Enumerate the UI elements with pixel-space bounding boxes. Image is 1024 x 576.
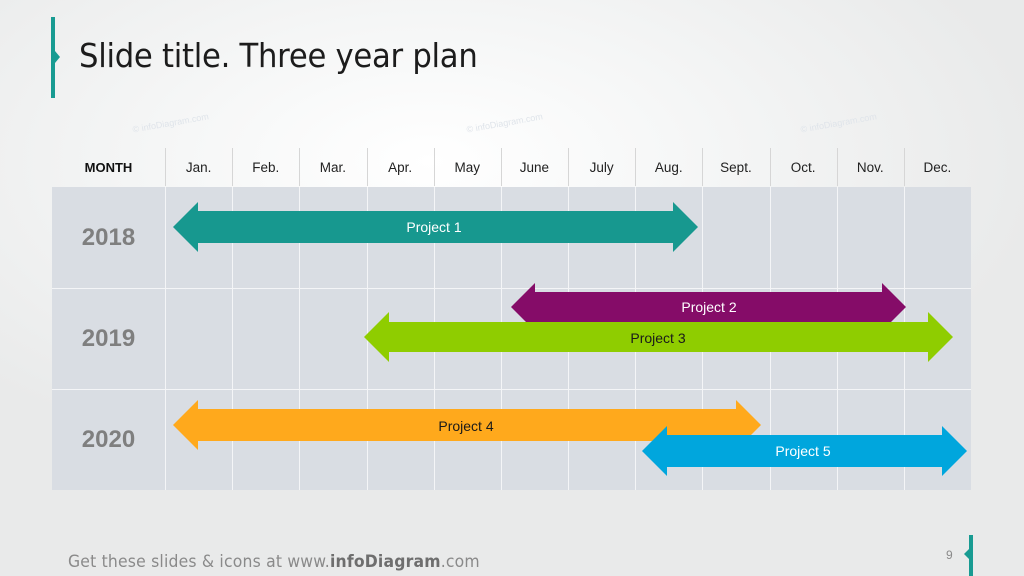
project-1-arrow	[173, 202, 698, 252]
month-header-cell: July	[589, 159, 614, 175]
month-header-cell: Dec.	[923, 159, 952, 175]
grid-horizontal-line	[52, 389, 971, 390]
month-header-cell: Apr.	[388, 159, 413, 175]
header-divider	[434, 148, 435, 186]
project-5-label: Project 5	[775, 443, 831, 459]
project-4-arrow	[173, 400, 761, 450]
header-divider	[568, 148, 569, 186]
footer-prefix: Get these slides & icons at www.	[68, 552, 330, 572]
header-divider	[904, 148, 905, 186]
footer-brand: infoDiagram	[329, 552, 441, 572]
header-divider	[367, 148, 368, 186]
project-2-arrow	[511, 283, 906, 331]
month-header-cell: Feb.	[252, 159, 280, 175]
project-2-label: Project 2	[681, 299, 737, 315]
title-accent-bar	[51, 17, 60, 98]
project-3-arrow	[364, 312, 953, 362]
header-divider	[770, 148, 771, 186]
year-label-2019: 2019	[81, 324, 136, 352]
month-header-cell: Sept.	[720, 159, 752, 175]
header-divider	[232, 148, 233, 186]
project-5-arrow	[642, 426, 967, 476]
slide-title: Slide title. Three year plan	[79, 36, 478, 75]
month-header-cell: June	[519, 159, 550, 175]
grid-vertical-line	[299, 187, 300, 490]
header-divider	[299, 148, 300, 186]
header-divider	[165, 148, 166, 186]
grid-horizontal-line	[52, 288, 971, 289]
page-number: 9	[946, 548, 953, 562]
project-1-label: Project 1	[406, 219, 462, 235]
header-divider	[702, 148, 703, 186]
project-3-label: Project 3	[630, 330, 686, 346]
footer-text: Get these slides & icons at www.infoDiag…	[68, 552, 480, 572]
footer-suffix: .com	[440, 552, 480, 572]
page-accent-bar	[964, 535, 973, 576]
month-header-cell: Aug.	[654, 159, 683, 175]
header-divider	[837, 148, 838, 186]
project-4-label: Project 4	[438, 418, 494, 434]
month-header-cell: Mar.	[319, 159, 347, 175]
month-header-cell: Oct.	[790, 159, 816, 175]
month-header-cell: May	[454, 159, 480, 175]
month-header-label: MONTH	[84, 159, 133, 175]
grid-vertical-line	[165, 187, 166, 490]
year-label-2020: 2020	[81, 425, 136, 453]
month-header-cell: Nov.	[856, 159, 884, 175]
header-divider	[635, 148, 636, 186]
month-header-cell: Jan.	[185, 159, 212, 175]
header-divider	[501, 148, 502, 186]
year-label-2018: 2018	[81, 223, 136, 251]
grid-vertical-line	[232, 187, 233, 490]
